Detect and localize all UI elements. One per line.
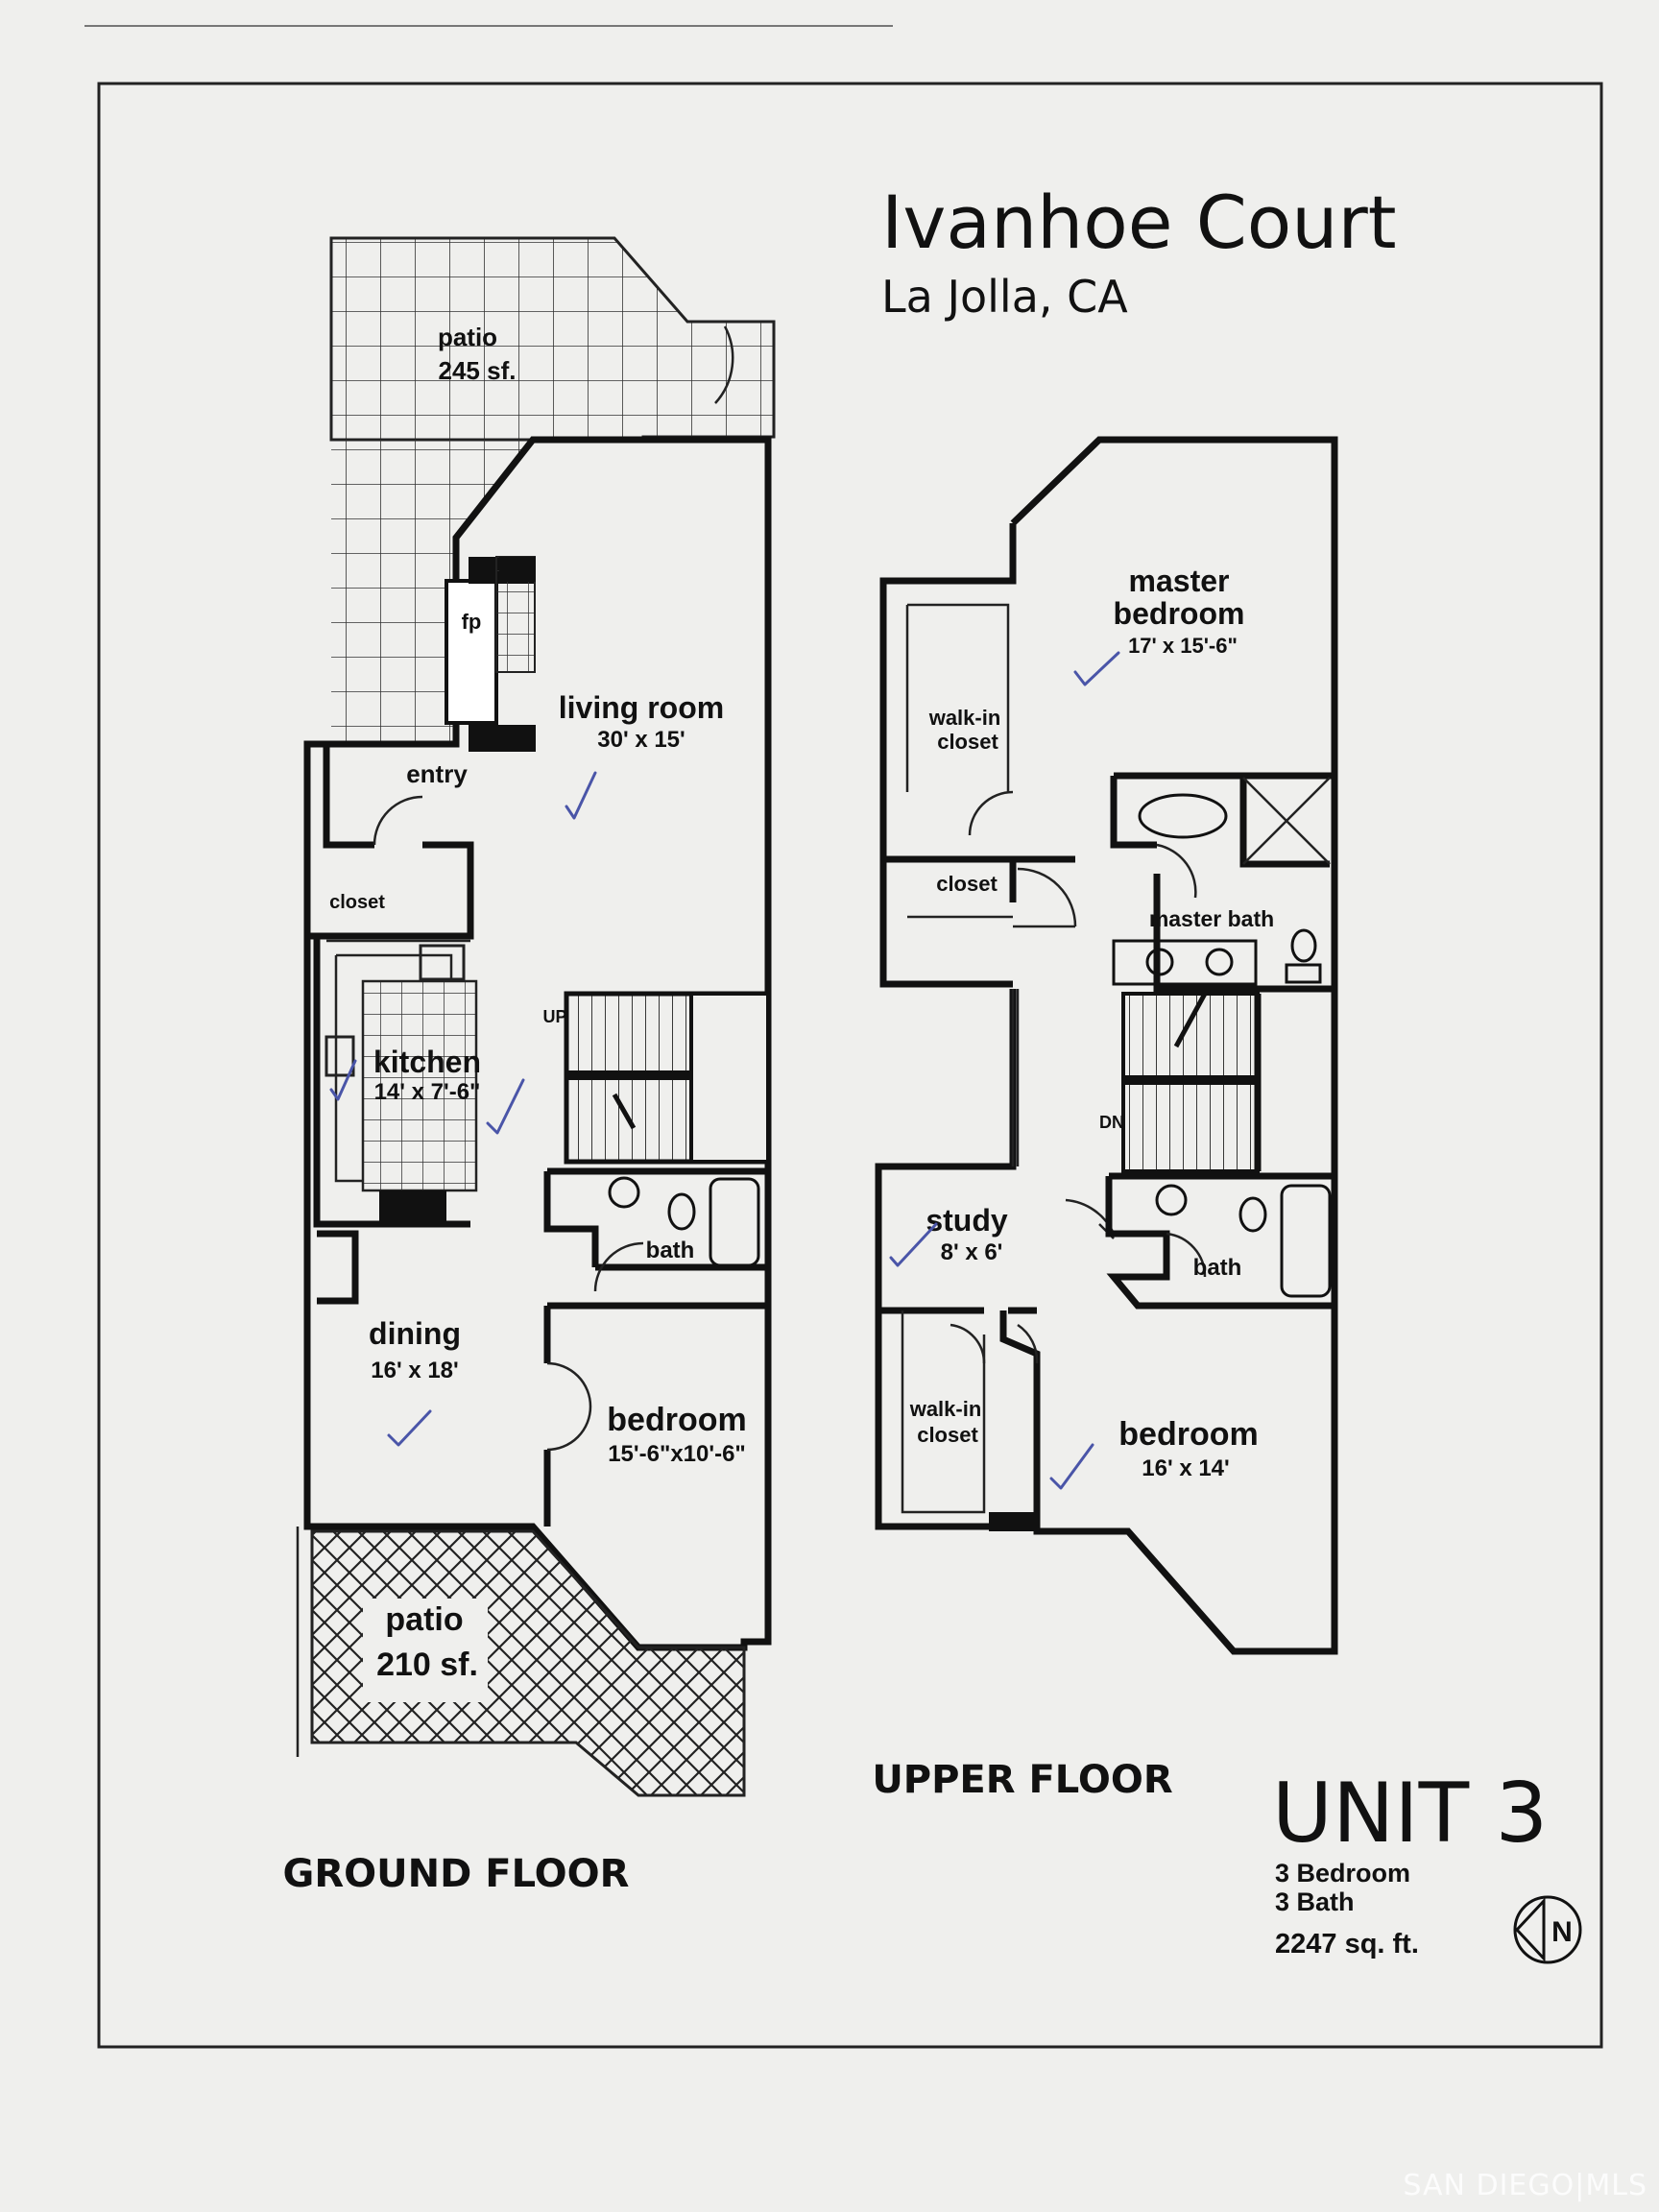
pantry (317, 1230, 359, 1305)
entry-label: entry (406, 759, 468, 788)
ground-floor-title: GROUND FLOOR (283, 1852, 630, 1896)
dining-label: dining (369, 1316, 461, 1351)
upper-bedroom-size: 16' x 14' (1142, 1455, 1230, 1481)
patio-door-swing (714, 325, 734, 404)
check-mark-kitchen (486, 1078, 525, 1135)
master-bedroom-label-line1: master (1129, 564, 1230, 598)
walk-in-closet-bottom-walls (901, 1310, 986, 1514)
kitchen-island-block (379, 1190, 446, 1225)
walk-in-closet-top-line1: walk-in (928, 706, 1001, 730)
upper-floor-outline-right (875, 436, 1338, 1655)
mls-watermark: SAN DIEGO|MLS (1403, 2169, 1647, 2202)
check-mark-master (1073, 651, 1120, 686)
kitchen-label: kitchen (373, 1045, 481, 1079)
ground-bath-walls (543, 1167, 768, 1271)
check-mark-dining (387, 1409, 432, 1447)
upper-floor-outline-left (879, 523, 1017, 988)
range (419, 944, 466, 981)
upper-bedroom-wall (999, 1310, 1041, 1527)
study-walls (875, 1166, 1037, 1314)
kitchen-tile-floor (361, 979, 478, 1192)
patio-top-side (331, 440, 533, 744)
unit-area: 2247 sq. ft. (1275, 1929, 1419, 1960)
living-room-size: 30' x 15' (597, 727, 685, 753)
property-title: Ivanhoe Court (881, 180, 1397, 265)
fp-block (499, 557, 536, 582)
upper-closet-label: closet (936, 872, 998, 896)
entry-door-swing (373, 795, 423, 846)
fireplace-label: fp (462, 610, 482, 634)
patio-bottom-size: 210 sf. (376, 1647, 478, 1683)
ground-bath-label: bath (646, 1238, 695, 1263)
stairs-down-label: DN (1099, 1113, 1124, 1132)
patio-top-size: 245 sf. (439, 356, 517, 385)
study-size: 8' x 6' (941, 1239, 1003, 1265)
north-letter: N (1551, 1916, 1573, 1948)
upper-floor-plan (875, 436, 1338, 1655)
master-bath-label: master bath (1149, 906, 1274, 931)
ground-bedroom-size: 15'-6"x10'-6" (608, 1441, 746, 1467)
check-mark-kitchen-left (329, 1059, 357, 1101)
patio-bottom-area (310, 1529, 746, 1797)
sink (325, 1035, 355, 1077)
unit-baths: 3 Bath (1275, 1887, 1355, 1916)
unit-bedrooms: 3 Bedroom (1275, 1859, 1410, 1887)
patio-bottom-label: patio (385, 1601, 463, 1638)
master-tub (1138, 793, 1228, 839)
upper-bath-label: bath (1193, 1255, 1242, 1281)
kitchen-counter (334, 953, 453, 1183)
check-mark-study (889, 1222, 938, 1267)
patio-top-area (329, 236, 776, 442)
master-bath-walls (1110, 772, 1334, 993)
upper-tub (1280, 1184, 1332, 1298)
property-location: La Jolla, CA (881, 271, 1128, 323)
walk-in-closet-bottom-line2: closet (917, 1423, 978, 1447)
ground-closet-label: closet (329, 892, 385, 913)
upper-bath-walls (1105, 1172, 1334, 1310)
study-label: study (926, 1203, 1008, 1238)
fireplace-hearth-bottom (469, 725, 536, 752)
check-mark-upper-bedroom (1049, 1443, 1094, 1490)
check-mark-living (565, 771, 597, 820)
page-border (97, 82, 1603, 2049)
living-room-label: living room (559, 690, 724, 725)
ground-tub (709, 1177, 760, 1267)
north-arrow-icon: N (1513, 1895, 1582, 1964)
ground-bedroom-label: bedroom (607, 1402, 746, 1438)
master-bedroom-label-line2: bedroom (1114, 596, 1245, 631)
patio-top-label: patio (438, 323, 497, 351)
walk-in-closet-bottom-line1: walk-in (909, 1397, 982, 1421)
walk-in-closet-top-walls (905, 603, 1010, 792)
fireplace-box (445, 579, 498, 725)
upper-floor-title: UPPER FLOOR (872, 1758, 1172, 1802)
ground-floor-plan (296, 236, 776, 1797)
upper-bedroom-label: bedroom (1118, 1416, 1258, 1453)
stairs-up-label: UP (542, 1007, 566, 1026)
dining-size: 16' x 18' (371, 1358, 459, 1383)
walk-in-closet-top-line2: closet (937, 730, 998, 754)
unit-title: UNIT 3 (1272, 1766, 1548, 1862)
master-bedroom-size: 17' x 15'-6" (1128, 634, 1238, 658)
kitchen-size: 14' x 7'-6" (374, 1079, 481, 1105)
